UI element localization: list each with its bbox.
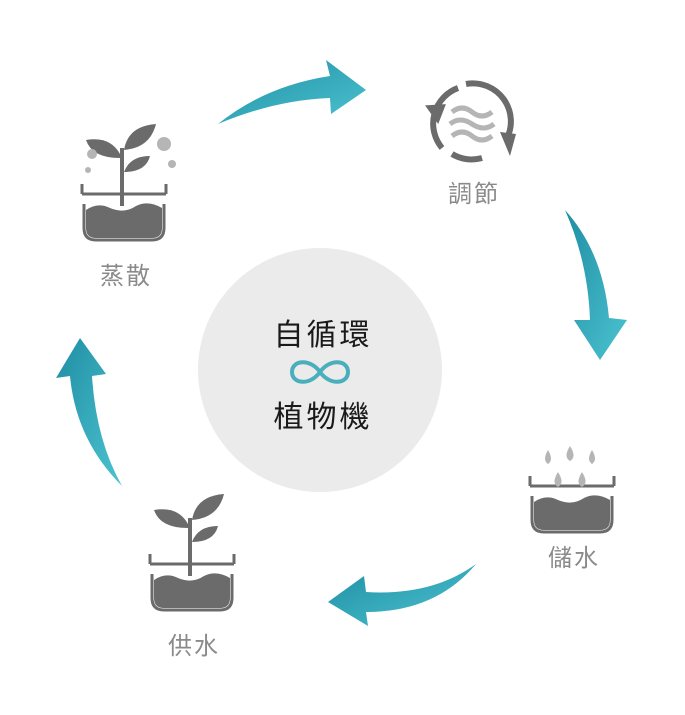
plant-pot-icon — [148, 492, 236, 612]
step-label-evaporate: 蒸散 — [100, 262, 152, 290]
center-title-line1: 自循環 — [273, 318, 373, 353]
step-label-store: 儲水 — [548, 544, 600, 572]
step-label-supply: 供水 — [168, 632, 220, 660]
infinity-icon — [289, 360, 351, 384]
water-drops-tank-icon — [528, 446, 616, 534]
arrow-store-to-supply — [328, 564, 476, 626]
cycle-waves-icon — [425, 80, 516, 163]
step-label-regulate: 調節 — [448, 180, 500, 208]
arrow-supply-to-evaporate — [56, 338, 122, 486]
arrow-regulate-to-store — [565, 210, 627, 360]
center-title-line2: 植物機 — [273, 400, 373, 435]
plant-pot-evaporation-icon — [80, 122, 176, 242]
arrow-evaporate-to-regulate — [218, 60, 366, 124]
